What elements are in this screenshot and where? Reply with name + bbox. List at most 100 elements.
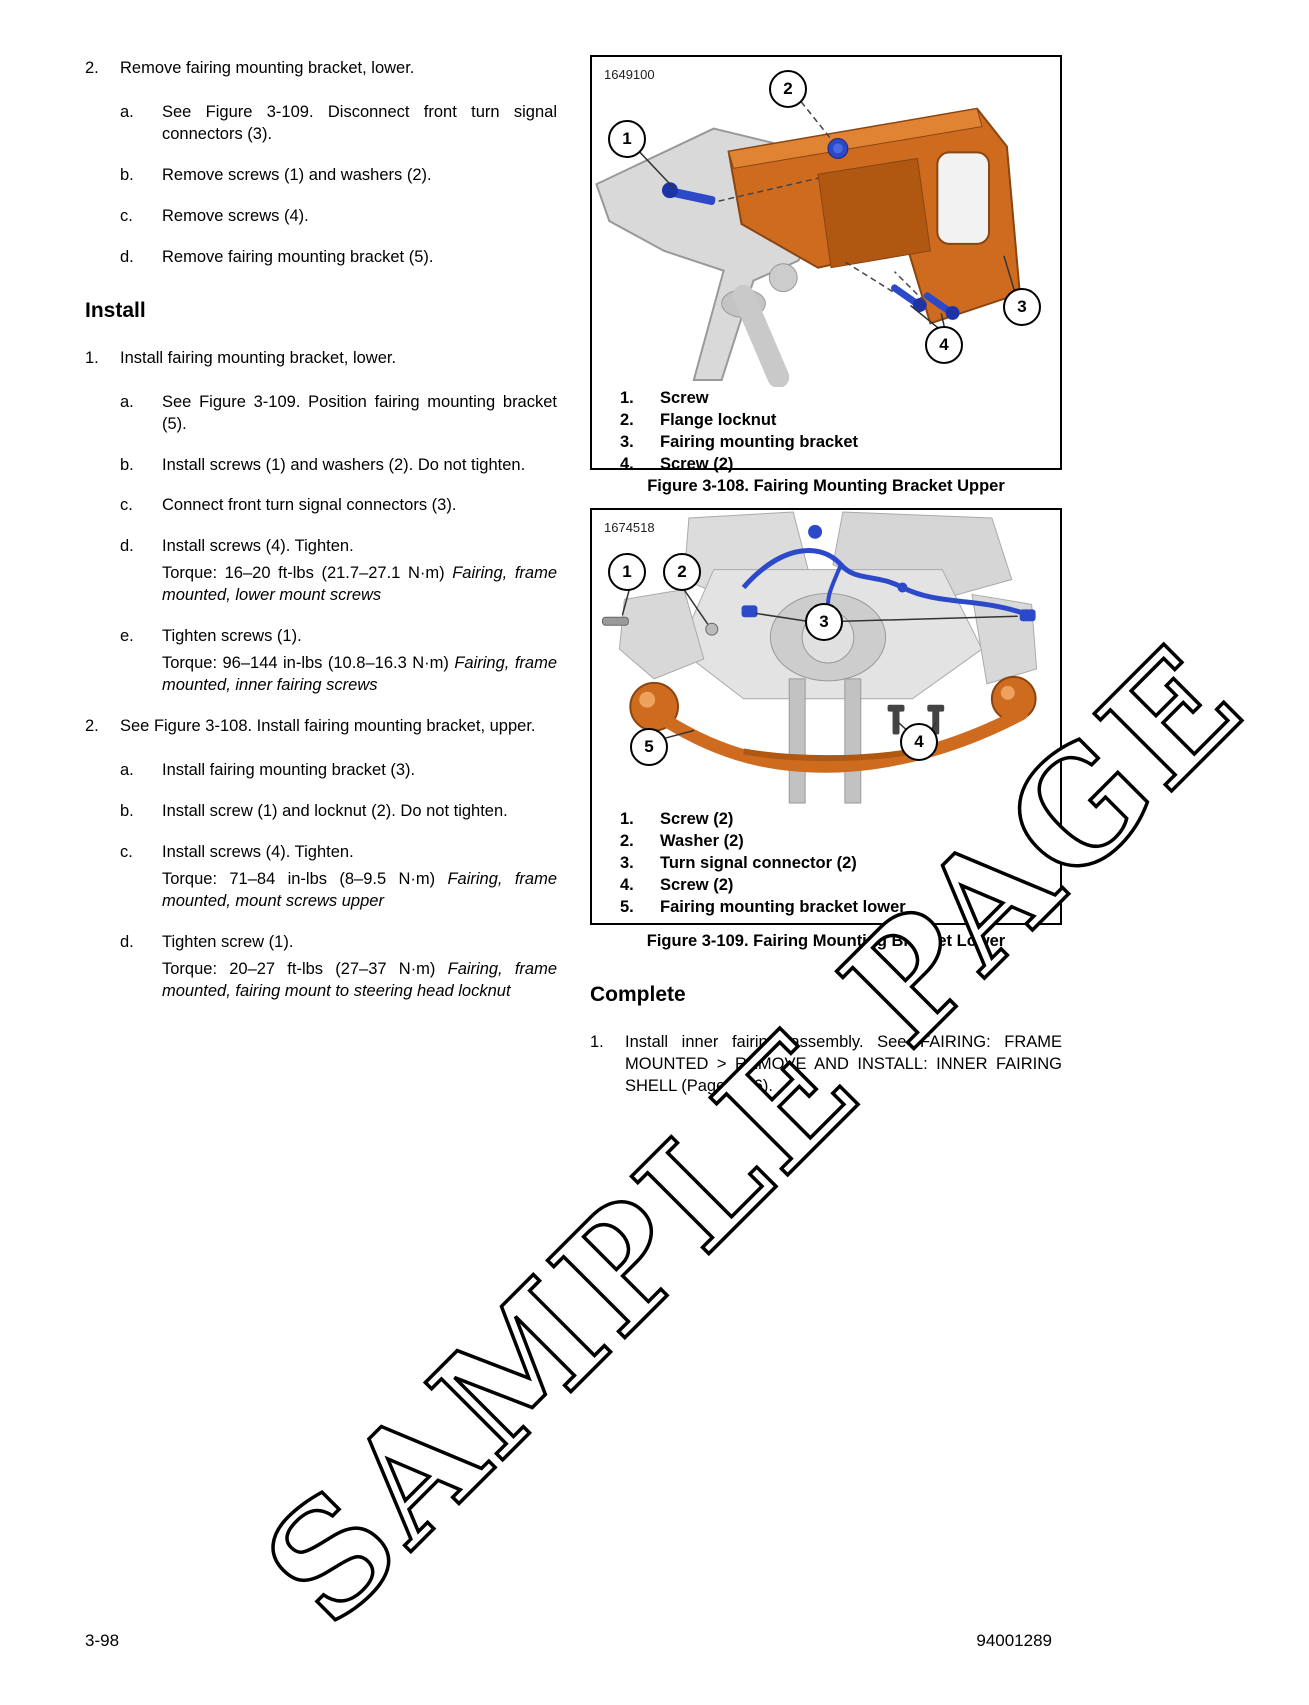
legend-number: 4. <box>620 875 634 894</box>
substep-text: Remove fairing mounting bracket (5). <box>162 247 434 266</box>
figure-109-illustration <box>602 511 1038 804</box>
substep: a. See Figure 3-109. Position fairing mo… <box>120 392 557 436</box>
wire-harness <box>741 548 1025 616</box>
legend-row: 4. Screw (2) <box>620 874 1050 896</box>
torque-value: Torque: 96–144 in-lbs (10.8–16.3 N·m) <box>162 654 449 673</box>
torque-note: Torque: 96–144 in-lbs (10.8–16.3 N·m) Fa… <box>162 653 557 697</box>
substep: c. Install screws (4). Tighten. Torque: … <box>120 842 557 913</box>
torque-value: Torque: 20–27 ft-lbs (27–37 N·m) <box>162 959 436 978</box>
legend-label: Fairing mounting bracket <box>660 433 859 451</box>
substep-label: c. <box>120 842 133 861</box>
legend-row: 4. Screw (2) <box>620 453 1050 475</box>
substeps-install-1: a. See Figure 3-109. Position fairing mo… <box>120 392 557 697</box>
torque-value: Torque: 71–84 in-lbs (8–9.5 N·m) <box>162 869 436 888</box>
substep-label: a. <box>120 760 134 779</box>
figure-box-108: 1649100 <box>590 55 1062 473</box>
torque-note: Torque: 16–20 ft-lbs (21.7–27.1 N·m) Fai… <box>162 563 557 607</box>
frame-boss <box>768 263 798 293</box>
legend-number: 2. <box>620 831 634 850</box>
substep-text: Install screws (4). Tighten. <box>162 842 354 861</box>
substep-text: See Figure 3-109. Position fairing mount… <box>162 392 557 433</box>
legend-row: 3. Fairing mounting bracket <box>620 431 1050 453</box>
legend-number: 3. <box>620 433 634 451</box>
figure-108-caption: Figure 3-108. Fairing Mounting Bracket U… <box>647 477 1005 495</box>
legend-row: 2. Flange locknut <box>620 409 1050 431</box>
screw-icon <box>661 182 716 206</box>
document-number: 94001289 <box>976 1631 1052 1650</box>
legend-label: Flange locknut <box>660 411 777 429</box>
dashed-line <box>718 177 819 202</box>
substep: b. Install screw (1) and locknut (2). Do… <box>120 801 557 823</box>
bracket-top-flange <box>727 108 983 169</box>
substep: b. Install screws (1) and washers (2). D… <box>120 455 557 477</box>
substeps-remove: a. See Figure 3-109. Disconnect front tu… <box>120 102 557 269</box>
step-text: Remove fairing mounting bracket, lower. <box>120 59 415 77</box>
bracket-lower-shadow <box>743 748 913 762</box>
substep-label: b. <box>120 801 134 820</box>
callout-4: 4 <box>925 326 963 364</box>
legend-row: 2. Washer (2) <box>620 830 1050 852</box>
left-column: 2. Remove fairing mounting bracket, lowe… <box>85 58 557 1021</box>
substep-text: Install screws (1) and washers (2). Do n… <box>162 455 526 474</box>
substep: c. Connect front turn signal connectors … <box>120 495 557 517</box>
figure-box-109: 1674518 <box>590 507 1062 925</box>
substep: d. Remove fairing mounting bracket (5). <box>120 247 557 269</box>
substep: a. See Figure 3-109. Disconnect front tu… <box>120 102 557 146</box>
step-complete-1: 1. Install inner fairing assembly. See F… <box>590 1032 1062 1098</box>
step-install-2: 2. See Figure 3-108. Install fairing mou… <box>85 716 557 738</box>
frame-shard-left <box>618 588 705 680</box>
legend-label: Turn signal connector (2) <box>660 853 857 872</box>
legend-label: Washer (2) <box>660 831 744 850</box>
substep-label: b. <box>120 455 134 474</box>
callout-4: 4 <box>900 722 938 761</box>
substep-label: c. <box>120 496 133 515</box>
legend-row: 3. Turn signal connector (2) <box>620 852 1050 874</box>
bracket-inner-face <box>817 157 931 269</box>
figure-image-id: 1649100 <box>604 67 655 82</box>
substep-text: Install screw (1) and locknut (2). Do no… <box>162 801 508 820</box>
fork-left <box>788 678 806 804</box>
legend-number: 1. <box>620 389 634 407</box>
complete-heading: Complete <box>590 982 686 1006</box>
pod-highlight <box>639 691 656 708</box>
substep-text: Install fairing mounting bracket (3). <box>162 760 416 779</box>
turn-signal-connector-left <box>741 605 758 618</box>
torque-spec: Fairing, frame mounted, fairing mount to… <box>162 959 558 1000</box>
callout-1: 1 <box>608 552 646 591</box>
dashed-line <box>800 101 834 142</box>
substep-text: Remove screws (4). <box>162 206 309 225</box>
step-number: 2. <box>85 717 99 736</box>
callout-2: 2 <box>663 552 701 591</box>
callout-1: 1 <box>608 120 646 158</box>
callout-3: 3 <box>1003 288 1041 326</box>
legend-label: Screw (2) <box>660 875 734 894</box>
substep: d. Install screws (4). Tighten. Torque: … <box>120 536 557 607</box>
step-install-1: 1. Install fairing mounting bracket, low… <box>85 348 557 370</box>
substep-label: a. <box>120 102 134 121</box>
figure-image-id: 1674518 <box>604 519 655 535</box>
bracket-lower-bar <box>659 707 1029 773</box>
legend-number: 3. <box>620 853 634 872</box>
fork-tube <box>732 284 790 387</box>
callout-5: 5 <box>630 727 668 766</box>
substep-label: d. <box>120 537 134 556</box>
install-heading: Install <box>85 298 146 322</box>
legend-label: Screw (2) <box>660 809 734 828</box>
wire-node <box>897 582 908 593</box>
torque-note: Torque: 20–27 ft-lbs (27–37 N·m) Fairing… <box>162 959 557 1003</box>
screw-icon <box>923 292 960 320</box>
leader-line <box>755 612 1018 622</box>
torque-spec: Fairing, frame mounted, mount screws upp… <box>162 869 557 910</box>
figure-109-caption: Figure 3-109. Fairing Mounting Bracket L… <box>646 931 1006 950</box>
step-text: Install inner fairing assembly. See FAIR… <box>625 1032 1062 1095</box>
torque-spec: Fairing, frame mounted, lower mount scre… <box>162 564 558 605</box>
figure-108-legend: 1. Screw 2. Flange locknut 3. Fairing mo… <box>620 387 1050 475</box>
locknut-icon <box>827 138 849 159</box>
legend-number: 1. <box>620 809 634 828</box>
legend-row: 1. Screw (2) <box>620 808 1050 830</box>
legend-row: 1. Screw <box>620 387 1050 409</box>
step-remove-2: 2. Remove fairing mounting bracket, lowe… <box>85 58 557 80</box>
right-column: 1649100 <box>590 55 1062 1120</box>
legend-number: 4. <box>620 455 634 473</box>
